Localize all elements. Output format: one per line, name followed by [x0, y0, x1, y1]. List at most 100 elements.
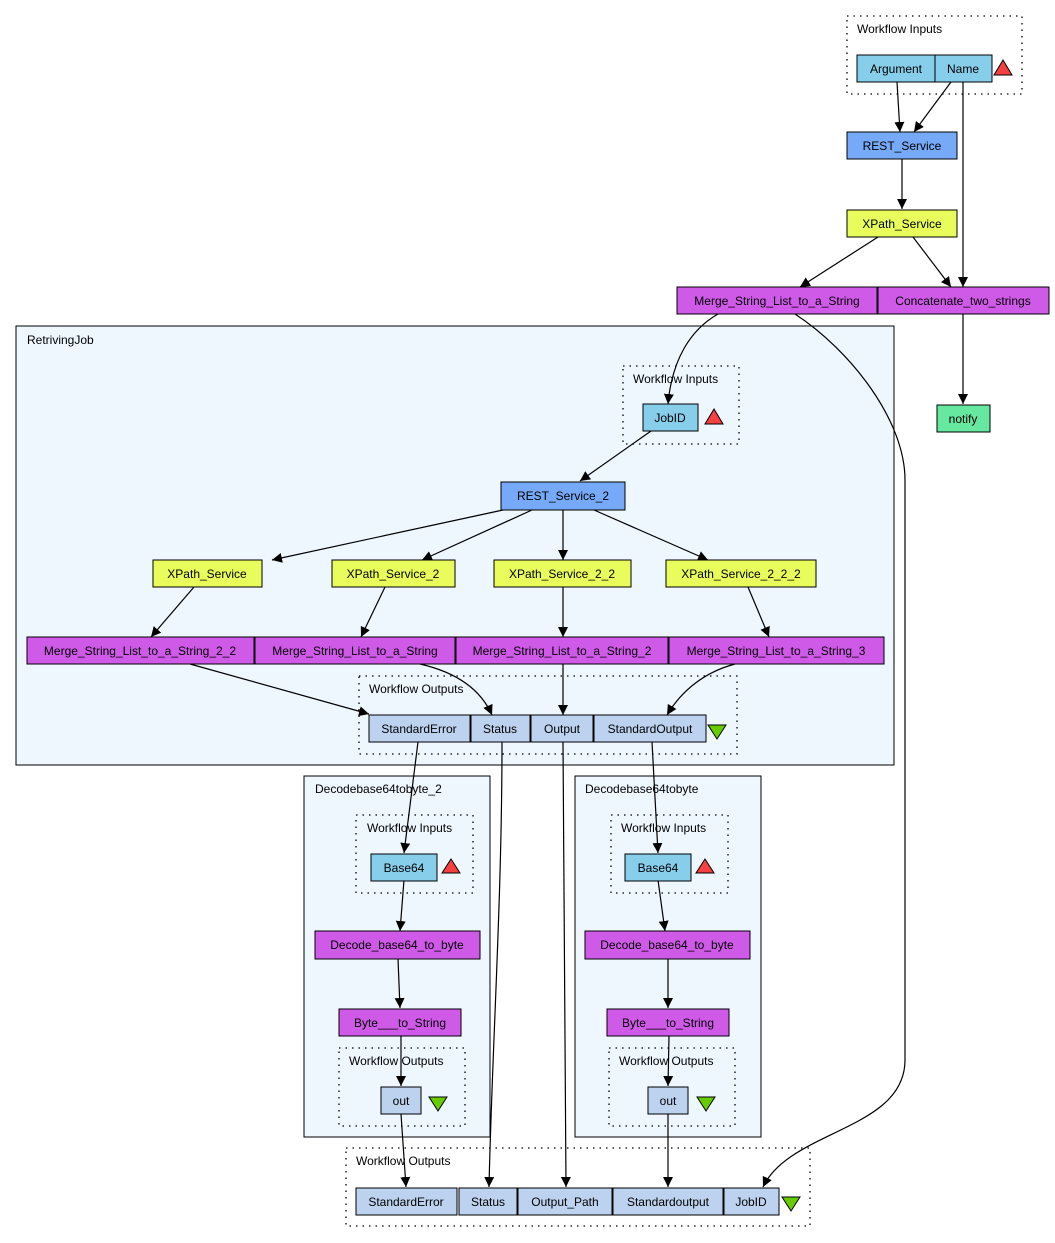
node-label: REST_Service: [863, 139, 942, 153]
output-port-standarderror[interactable]: StandardError: [368, 714, 471, 743]
node-label: Merge_String_List_to_a_String: [272, 644, 437, 658]
edge: [400, 741, 419, 854]
output-port-status[interactable]: Status: [458, 1187, 518, 1216]
edge: [560, 741, 571, 1188]
node-label: notify: [949, 412, 978, 426]
cluster-label: Workflow Outputs: [349, 1054, 443, 1068]
edge: [189, 663, 370, 717]
cluster-label: Workflow Inputs: [367, 821, 452, 835]
edge: [799, 236, 879, 288]
xpath-node[interactable]: XPath_Service_2_2: [493, 559, 632, 588]
edge: [394, 958, 405, 1009]
output-port-jobid[interactable]: JobID: [723, 1187, 780, 1216]
xpath-node[interactable]: XPath_Service: [152, 559, 263, 588]
merge-node[interactable]: Merge_String_List_to_a_String_3: [668, 636, 885, 665]
bottom-workflow-outputs-cluster: Workflow Outputs: [345, 1147, 811, 1227]
node-label: Decode_base64_to_byte: [600, 938, 734, 952]
input-port-base64[interactable]: Base64: [624, 853, 692, 882]
output-port-status[interactable]: Status: [470, 714, 531, 743]
cluster-title: Decodebase64tobyte: [585, 782, 699, 796]
node-label: Merge_String_List_to_a_String: [694, 294, 859, 308]
decode-2-inputs-cluster: Workflow Inputs: [355, 814, 474, 894]
output-port-out[interactable]: out: [380, 1086, 422, 1115]
edge: [663, 1035, 674, 1087]
node-label: StandardError: [368, 1195, 443, 1209]
rest-service-node[interactable]: REST_Service: [846, 131, 958, 160]
input-port-jobid[interactable]: JobID: [642, 403, 699, 432]
cluster-label: Workflow Outputs: [356, 1154, 450, 1168]
node-label: Base64: [384, 861, 425, 875]
edge: [913, 81, 952, 133]
edge: [912, 236, 952, 288]
node-label: Status: [483, 722, 517, 736]
node-label: Argument: [870, 62, 923, 76]
node-label: Name: [947, 62, 979, 76]
notify-node[interactable]: notify: [936, 404, 991, 433]
output-triangle-icon: [707, 724, 727, 740]
input-triangle-icon: [695, 858, 715, 874]
output-port-output[interactable]: Output: [530, 714, 594, 743]
merge-node[interactable]: Merge_String_List_to_a_String_2_2: [26, 636, 255, 665]
cluster-title: Decodebase64tobyte_2: [315, 782, 442, 796]
output-port-standarderror[interactable]: StandardError: [355, 1187, 458, 1216]
edge: [395, 879, 406, 932]
output-triangle-icon: [696, 1096, 716, 1112]
decode-1-inputs-cluster: Workflow Inputs: [610, 814, 729, 894]
node-label: StandardOutput: [608, 722, 693, 736]
output-port-out[interactable]: out: [647, 1086, 689, 1115]
edge: [666, 663, 736, 716]
node-label: Merge_String_List_to_a_String_2: [473, 644, 652, 658]
node-label: Byte___to_String: [354, 1016, 446, 1030]
node-label: XPath_Service: [862, 217, 942, 231]
output-port-standardoutput[interactable]: StandardOutput: [593, 714, 707, 743]
edges: [150, 81, 968, 1188]
edge: [400, 1113, 411, 1188]
edge: [360, 586, 386, 638]
cluster-label: Workflow Inputs: [857, 22, 942, 36]
input-port-argument[interactable]: Argument: [856, 54, 936, 83]
xpath-service-node[interactable]: XPath_Service: [846, 209, 958, 238]
node-label: XPath_Service_2_2_2: [681, 567, 801, 581]
concatenate-two-strings-node[interactable]: Concatenate_two_strings: [877, 286, 1050, 315]
edge: [657, 879, 669, 932]
edge: [651, 741, 663, 854]
cluster-label: Workflow Outputs: [619, 1054, 713, 1068]
node-label: Base64: [638, 861, 679, 875]
output-port-output-path[interactable]: Output_Path: [517, 1187, 613, 1216]
edge: [271, 509, 504, 563]
rest-service-2-node[interactable]: REST_Service_2: [500, 481, 626, 511]
xpath-node[interactable]: XPath_Service_2: [331, 559, 456, 588]
merge-node[interactable]: Merge_String_List_to_a_String: [254, 636, 456, 665]
edge: [150, 586, 195, 638]
edge: [593, 509, 709, 561]
cluster-label: Workflow Inputs: [621, 821, 706, 835]
edge: [419, 663, 493, 716]
edge: [663, 313, 719, 405]
merge-node[interactable]: Merge_String_List_to_a_String_2: [455, 636, 669, 665]
node-label: out: [660, 1094, 677, 1108]
input-port-base64[interactable]: Base64: [370, 853, 438, 882]
node-label: JobID: [654, 411, 686, 425]
output-triangle-icon: [428, 1096, 448, 1112]
cluster-label: Workflow Outputs: [369, 682, 463, 696]
node-label: Standardoutput: [627, 1195, 710, 1209]
byte-to-string-node[interactable]: Byte___to_String: [338, 1008, 462, 1037]
decode-base64-node[interactable]: Decode_base64_to_byte: [584, 930, 751, 960]
retriving-job-outputs-cluster: Workflow Outputs: [358, 675, 738, 755]
input-triangle-icon: [441, 858, 461, 874]
edge: [579, 430, 652, 482]
merge-string-list-node[interactable]: Merge_String_List_to_a_String: [676, 286, 878, 315]
byte-to-string-node[interactable]: Byte___to_String: [606, 1008, 730, 1037]
edge: [894, 81, 905, 133]
node-label: XPath_Service_2_2: [509, 567, 615, 581]
output-port-standardoutput[interactable]: Standardoutput: [612, 1187, 724, 1216]
edge: [484, 741, 503, 1188]
input-port-name[interactable]: Name: [934, 54, 993, 83]
edge: [747, 586, 770, 638]
xpath-node[interactable]: XPath_Service_2_2_2: [665, 559, 817, 588]
node-label: Byte___to_String: [622, 1016, 714, 1030]
decode-base64-node[interactable]: Decode_base64_to_byte: [314, 930, 481, 960]
cluster-title: RetrivingJob: [27, 333, 94, 347]
decode-1-outputs-cluster: Workflow Outputs: [608, 1047, 736, 1127]
